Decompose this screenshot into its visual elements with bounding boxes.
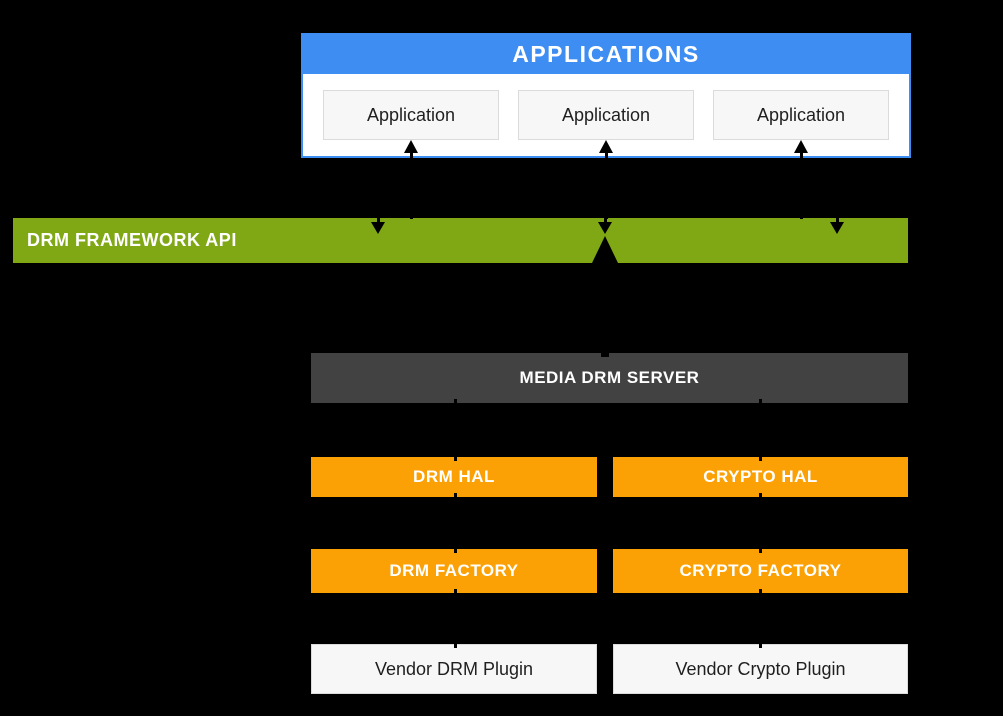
crypto-hal-bar: CRYPTO HAL — [613, 457, 908, 497]
connector-drmfactory-vendordrm — [454, 589, 457, 648]
application-box-1: Application — [323, 90, 499, 140]
arrow-shaft — [603, 158, 607, 222]
arrowhead-up-icon — [404, 140, 418, 153]
crypto-factory-bar: CRYPTO FACTORY — [613, 549, 908, 593]
applications-container: APPLICATIONS Application Application App… — [301, 33, 911, 158]
down-arrow-framework-3 — [830, 158, 844, 234]
media-drm-server-bar: MEDIA DRM SERVER — [311, 353, 908, 403]
arrowhead-up-icon — [599, 140, 613, 153]
application-box-3: Application — [713, 90, 889, 140]
up-arrow-app-1 — [404, 140, 418, 219]
arrow-shaft — [835, 158, 839, 222]
arrow-shaft — [799, 153, 803, 219]
drm-hal-bar: DRM HAL — [311, 457, 597, 497]
connector-server-drmhal — [454, 399, 457, 461]
arrowhead-down-icon — [371, 222, 385, 234]
connector-drmhal-drmfactory — [454, 493, 457, 553]
big-up-arrowhead-icon — [592, 236, 618, 263]
applications-header: APPLICATIONS — [303, 35, 909, 74]
arrow-shaft — [376, 158, 380, 222]
vendor-crypto-plugin-box: Vendor Crypto Plugin — [613, 644, 908, 694]
drm-framework-api-bar: DRM FRAMEWORK API — [13, 218, 908, 263]
down-arrow-framework-2 — [598, 158, 612, 234]
arrowhead-up-icon — [794, 140, 808, 153]
arrowhead-down-icon — [598, 222, 612, 234]
arrowhead-down-icon — [830, 222, 844, 234]
connector-cryptofactory-vendorcrypto — [759, 589, 762, 648]
connector-server-cryptohal — [759, 399, 762, 461]
arrow-shaft — [409, 153, 413, 219]
down-arrow-framework-1 — [371, 158, 385, 234]
vendor-drm-plugin-box: Vendor DRM Plugin — [311, 644, 597, 694]
drm-factory-bar: DRM FACTORY — [311, 549, 597, 593]
up-arrow-app-3 — [794, 140, 808, 219]
application-box-2: Application — [518, 90, 694, 140]
big-up-arrow-shaft — [601, 262, 609, 357]
connector-cryptohal-cryptofactory — [759, 493, 762, 553]
